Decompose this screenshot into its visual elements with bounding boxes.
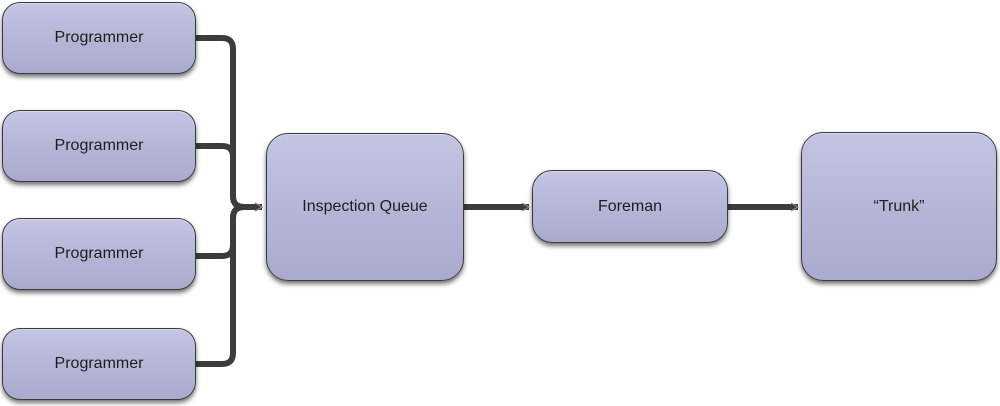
trunk-label: “Trunk” [873, 197, 925, 215]
programmer-node-4: Programmer [2, 328, 196, 400]
connector-programmer-3 [196, 202, 264, 259]
foreman-node: Foreman [532, 170, 728, 243]
programmer-label-2: Programmer [54, 137, 144, 154]
foreman-label: Foreman [597, 197, 663, 215]
programmer-node-1: Programmer [2, 2, 196, 74]
connector-programmer-1 [196, 35, 264, 212]
connector-programmer-4 [196, 202, 264, 367]
inspection-queue-label: Inspection Queue [302, 198, 428, 215]
connector-programmer-2 [196, 143, 264, 212]
inspection-queue-node: Inspection Queue [266, 133, 464, 281]
programmer-label-4: Programmer [54, 355, 144, 372]
programmer-label-3: Programmer [54, 245, 144, 262]
programmer-node-3: Programmer [2, 218, 196, 290]
programmer-node-2: Programmer [2, 110, 196, 182]
programmer-label-1: Programmer [54, 29, 144, 46]
trunk-node: “Trunk” [801, 132, 997, 281]
